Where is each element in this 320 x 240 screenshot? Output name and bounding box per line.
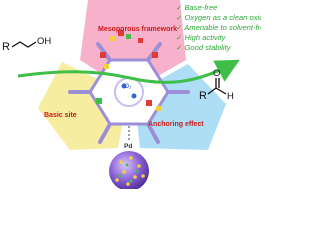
pd-nanoparticle-icon bbox=[109, 151, 149, 189]
product-structure bbox=[207, 78, 227, 95]
benefit-item: ✓ Oxygen as a clean oxidant bbox=[176, 13, 261, 22]
mesoporous-label: Mesoporous framework bbox=[98, 26, 177, 33]
molecule-markers bbox=[96, 30, 161, 111]
anchoring-effect-label: Anchoring effect bbox=[148, 121, 204, 128]
reactant-oh: OH bbox=[37, 36, 51, 47]
o2-label: O₂ bbox=[124, 83, 132, 90]
benefits-list: ✓ Base-free ✓ Oxygen as a clean oxidant … bbox=[176, 3, 261, 52]
product-r: R bbox=[199, 90, 207, 102]
reactant-structure bbox=[11, 41, 37, 48]
reaction-diagram: R OH R O H Mesoporous framework Basic si… bbox=[2, 0, 261, 189]
pd-surface-dots bbox=[115, 156, 145, 186]
benefit-item: ✓ Amenable to solvent-free bbox=[176, 23, 261, 32]
reaction-arrow bbox=[17, 59, 240, 84]
pd-label: Pd bbox=[124, 143, 132, 150]
pd-surface-dots-green bbox=[118, 163, 139, 183]
product-o: O bbox=[213, 68, 220, 79]
benefit-item: ✓ Base-free bbox=[176, 3, 217, 12]
benefit-item: ✓ High activity bbox=[176, 33, 227, 42]
reactant-r: R bbox=[2, 41, 10, 53]
benefit-item: ✓ Good stability bbox=[176, 43, 232, 52]
basic-site-label: Basic site bbox=[44, 112, 77, 119]
product-h: H bbox=[227, 91, 234, 102]
